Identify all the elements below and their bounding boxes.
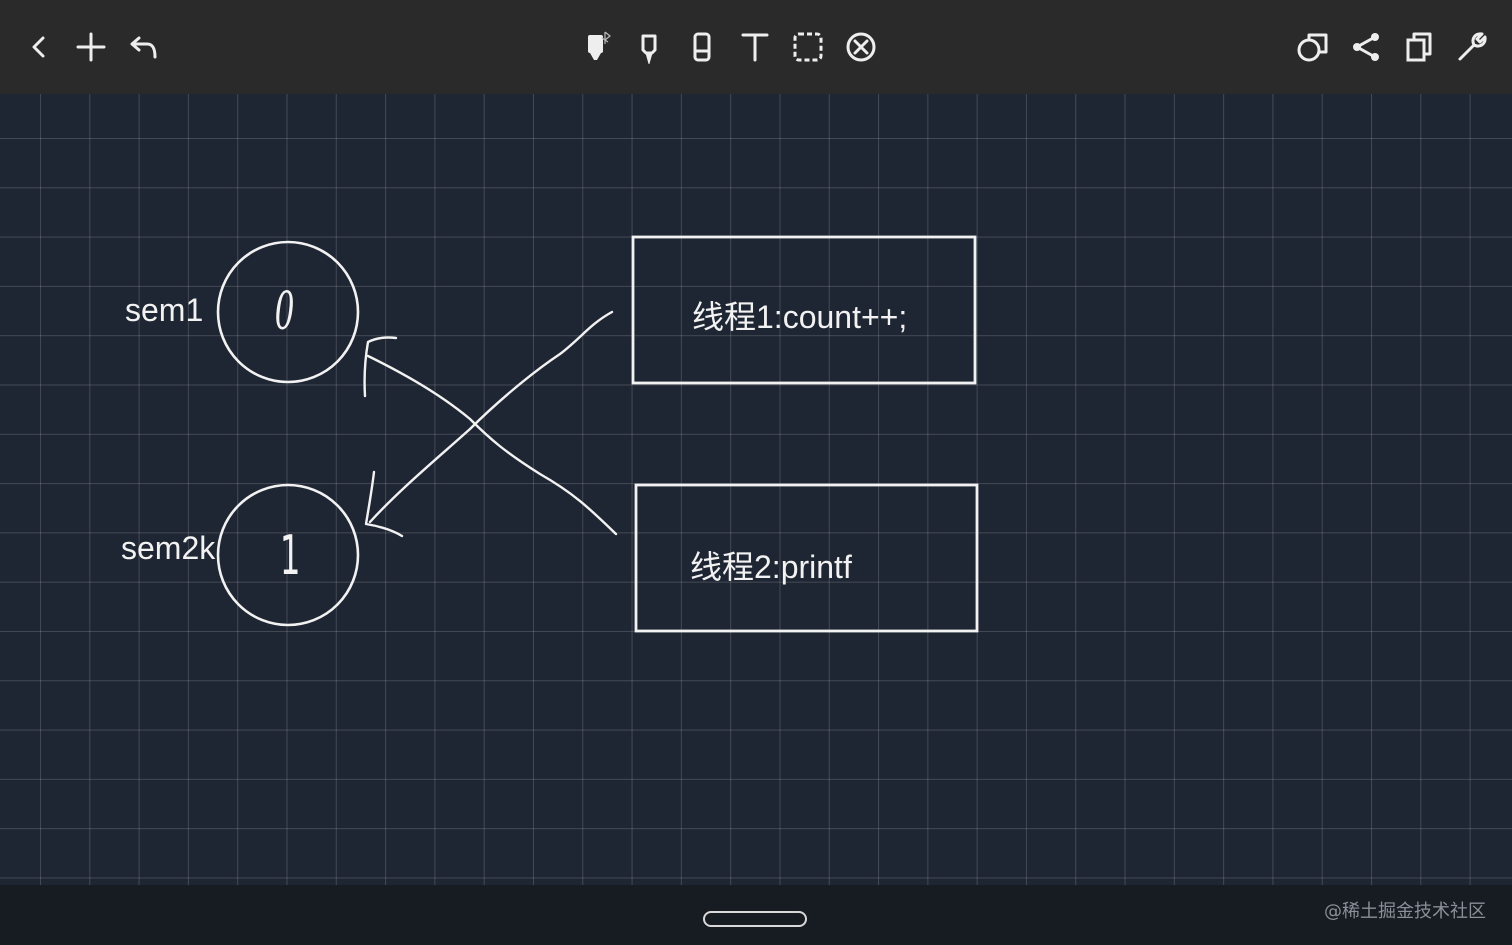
sem1-value: 0	[274, 282, 295, 342]
arrowhead-sem1	[363, 336, 398, 398]
layers-icon[interactable]	[1288, 22, 1338, 72]
sem2-label: sem2k	[121, 530, 216, 566]
arrow-thread2-to-sem1	[366, 354, 618, 536]
back-icon[interactable]	[14, 22, 64, 72]
select-icon[interactable]	[783, 22, 833, 72]
home-gesture-handle[interactable]	[703, 911, 807, 927]
drawing-canvas[interactable]: sem1 0 sem2k 1 线程1:count++; 线程2:printf	[0, 94, 1512, 885]
ink-layer	[216, 235, 979, 633]
thread2-box	[634, 483, 979, 633]
clear-icon[interactable]	[836, 22, 886, 72]
eraser-icon[interactable]	[677, 22, 727, 72]
text-icon[interactable]	[730, 22, 780, 72]
settings-icon[interactable]	[1447, 22, 1497, 72]
sem1-label: sem1	[125, 292, 204, 328]
thread2-text: 线程2:printf	[690, 549, 852, 585]
arrow-thread1-to-sem2	[368, 310, 614, 524]
share-icon[interactable]	[1341, 22, 1391, 72]
thread1-box	[631, 235, 977, 385]
sem1-circle	[216, 240, 360, 384]
sem2-value: 1	[279, 524, 301, 587]
sem2-circle	[216, 483, 360, 627]
undo-icon[interactable]	[119, 22, 169, 72]
add-icon[interactable]	[66, 22, 116, 72]
stylus-bluetooth-icon[interactable]	[572, 22, 622, 72]
pen-icon[interactable]	[624, 22, 674, 72]
copy-icon[interactable]	[1394, 22, 1444, 72]
thread1-text: 线程1:count++;	[692, 299, 908, 335]
system-nav-bar: @稀土掘金技术社区	[0, 885, 1512, 945]
watermark: @稀土掘金技术社区	[1324, 901, 1486, 922]
top-toolbar	[0, 0, 1512, 94]
arrowhead-sem2	[364, 470, 404, 538]
